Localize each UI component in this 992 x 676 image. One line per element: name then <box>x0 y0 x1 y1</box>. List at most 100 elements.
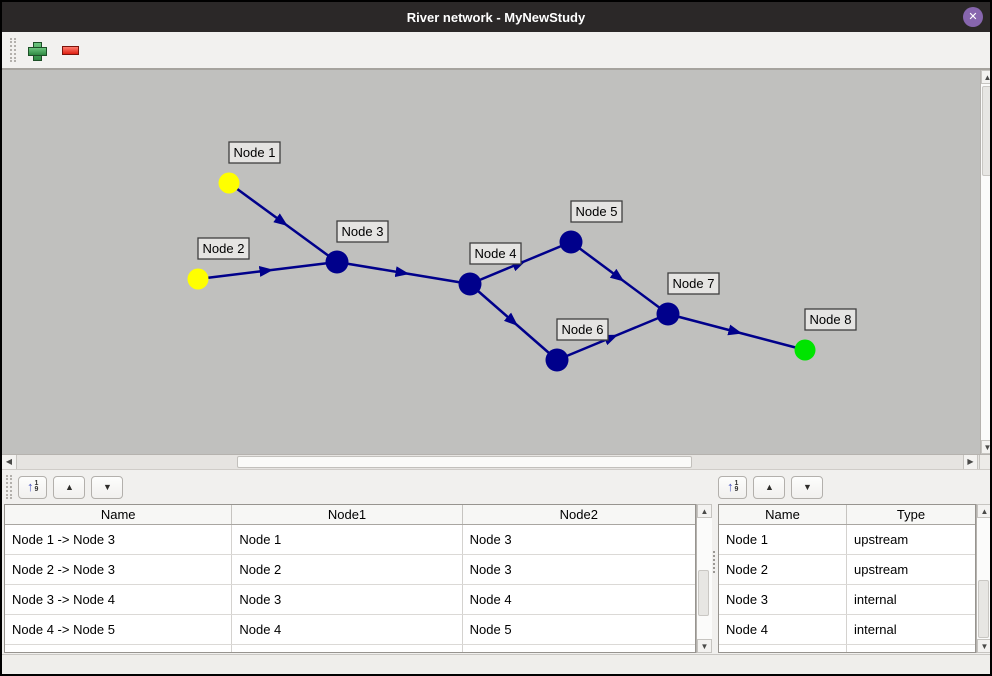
close-button[interactable]: ✕ <box>963 7 983 27</box>
remove-node-button[interactable] <box>56 36 84 64</box>
up-arrow-icon: ▲ <box>764 482 774 492</box>
table-row-partial <box>719 645 975 652</box>
cell: Node 4 <box>719 615 847 644</box>
close-icon: ✕ <box>968 11 978 23</box>
node-label: Node 8 <box>804 308 857 331</box>
svg-text:Node 1: Node 1 <box>234 145 276 160</box>
graph-edge-node-7-to-node-8[interactable] <box>667 312 806 352</box>
graph-edge-node-1-to-node-3[interactable] <box>228 181 338 264</box>
node-label: Node 1 <box>228 141 281 164</box>
cell <box>719 645 847 652</box>
node-move-down-button[interactable]: ▼ <box>791 475 824 499</box>
cell: Node 2 <box>232 555 463 584</box>
column-header-type[interactable]: Type <box>896 507 926 522</box>
cell: Node 3 <box>469 532 512 547</box>
cell: Node 1 <box>232 525 463 554</box>
scroll-right-button[interactable]: ▶ <box>963 455 978 469</box>
cell: Node 4 -> Node 5 <box>5 615 233 644</box>
svg-text:Node 2: Node 2 <box>203 241 245 256</box>
cell: Node 5 <box>469 622 512 637</box>
node-move-up-button[interactable]: ▲ <box>753 475 786 499</box>
scroll-up-button[interactable]: ▲ <box>977 504 990 518</box>
graph-node-node-7[interactable] <box>656 302 680 326</box>
svg-text:Node 5: Node 5 <box>576 204 618 219</box>
column-header-node2[interactable]: Node2 <box>559 507 598 522</box>
graph-node-node-4[interactable] <box>458 272 482 296</box>
scroll-down-button[interactable]: ▼ <box>981 440 990 454</box>
table-row[interactable]: Node 3 internal <box>719 585 975 615</box>
node-table-vscrollbar[interactable]: ▲ ▼ <box>976 504 990 653</box>
graph-node-node-1[interactable] <box>218 172 240 194</box>
cell <box>5 645 233 652</box>
cell: Node 3 <box>232 585 463 614</box>
scrollbar-corner <box>979 455 990 469</box>
reach-move-up-button[interactable]: ▲ <box>53 475 86 499</box>
toolbar <box>2 32 990 70</box>
down-arrow-icon: ▼ <box>802 482 812 492</box>
graph-node-node-6[interactable] <box>545 348 569 372</box>
up-arrow-icon: ▲ <box>64 482 74 492</box>
cell: Node 2 <box>719 555 847 584</box>
table-row[interactable]: Node 4 internal <box>719 615 975 645</box>
canvas-vscrollbar-thumb[interactable] <box>982 86 990 176</box>
scroll-left-button[interactable]: ◀ <box>2 455 17 469</box>
scroll-up-button[interactable]: ▲ <box>697 504 712 518</box>
remove-icon <box>61 45 79 55</box>
cell: Node 3 -> Node 4 <box>5 585 233 614</box>
pane-splitter[interactable] <box>711 470 716 654</box>
column-header-node1[interactable]: Node1 <box>232 505 463 524</box>
graph-node-node-2[interactable] <box>187 268 209 290</box>
graph-node-node-5[interactable] <box>559 230 583 254</box>
scroll-down-button[interactable]: ▼ <box>977 639 990 653</box>
window-title: River network - MyNewStudy <box>406 9 586 25</box>
cell: internal <box>854 622 897 637</box>
graph-edge-node-5-to-node-7[interactable] <box>570 240 669 316</box>
cell: Node 3 <box>469 562 512 577</box>
down-arrow-icon: ▼ <box>102 482 112 492</box>
reach-controls-grip[interactable] <box>6 475 12 499</box>
add-node-button[interactable] <box>22 36 50 64</box>
reach-table-vscrollbar-thumb[interactable] <box>698 570 709 616</box>
table-row-partial <box>5 645 695 652</box>
canvas-hscrollbar-thumb[interactable] <box>237 456 692 468</box>
canvas-hscrollbar[interactable]: ◀ ▶ <box>2 454 990 470</box>
svg-text:Node 4: Node 4 <box>475 246 517 261</box>
graph-edge-node-4-to-node-6[interactable] <box>469 283 558 361</box>
reach-move-down-button[interactable]: ▼ <box>91 475 124 499</box>
reach-table-vscrollbar[interactable]: ▲ ▼ <box>696 504 712 653</box>
column-header-name[interactable]: Name <box>5 505 233 524</box>
graph-edge-node-6-to-node-7[interactable] <box>556 312 669 362</box>
toolbar-grip[interactable] <box>10 38 16 62</box>
graph-node-node-8[interactable] <box>794 339 816 361</box>
splitter-grip-icon <box>712 551 715 573</box>
titlebar: River network - MyNewStudy ✕ <box>2 2 990 32</box>
node-table-vscrollbar-thumb[interactable] <box>978 580 989 638</box>
scroll-down-button[interactable]: ▼ <box>697 639 712 653</box>
cell <box>847 645 975 652</box>
column-header-name[interactable]: Name <box>719 505 847 524</box>
scroll-up-button[interactable]: ▲ <box>981 70 990 84</box>
cell: internal <box>854 592 897 607</box>
graph-node-node-3[interactable] <box>325 250 349 274</box>
cell: Node 4 <box>232 615 463 644</box>
graph-edge-node-2-to-node-3[interactable] <box>197 260 338 281</box>
graph-edge-node-3-to-node-4[interactable] <box>336 260 471 286</box>
canvas-vscrollbar[interactable]: ▲ ▼ <box>980 70 990 454</box>
cell: Node 3 <box>719 585 847 614</box>
